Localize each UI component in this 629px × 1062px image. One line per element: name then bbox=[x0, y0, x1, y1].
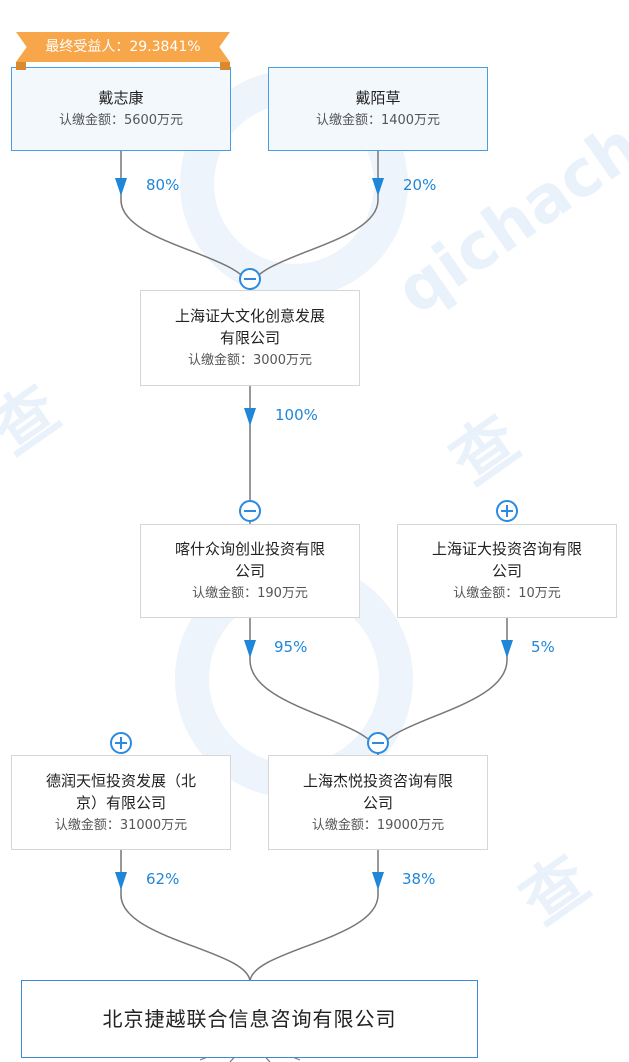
edge-label-38: 38% bbox=[402, 870, 436, 888]
edge-arrow bbox=[115, 178, 127, 196]
edge-label-20: 20% bbox=[403, 176, 437, 194]
node-amount: 认缴金额：10万元 bbox=[453, 586, 561, 601]
node-name: 上海证大文化创意发展 有限公司 bbox=[174, 307, 325, 347]
node-amount: 认缴金额：5600万元 bbox=[58, 113, 184, 128]
edge-label-5: 5% bbox=[531, 638, 555, 656]
node-zhengda-invest[interactable]: 上海证大投资咨询有限 公司 认缴金额：10万元 bbox=[397, 524, 617, 618]
node-name: 喀什众询创业投资有限 公司 bbox=[174, 540, 325, 580]
node-name: 上海证大投资咨询有限 公司 bbox=[431, 540, 582, 580]
node-kashi-zhongxun[interactable]: 喀什众询创业投资有限 公司 认缴金额：190万元 bbox=[140, 524, 360, 618]
badge-text: 最终受益人：29.3841% bbox=[45, 39, 201, 55]
edge-arrow bbox=[244, 640, 256, 658]
edge-kashi-to-jieyue bbox=[249, 618, 379, 756]
node-amount: 认缴金额：19000万元 bbox=[311, 817, 445, 833]
node-name: 戴陌草 bbox=[355, 89, 401, 107]
collapse-toggle-icon[interactable] bbox=[367, 732, 389, 754]
badge-fold bbox=[16, 62, 26, 70]
edge-label-100: 100% bbox=[275, 406, 318, 424]
node-amount: 认缴金额：3000万元 bbox=[187, 353, 313, 368]
collapse-toggle-icon[interactable] bbox=[239, 500, 261, 522]
ultimate-beneficiary-badge: 最终受益人：29.3841% bbox=[16, 32, 230, 62]
node-dai-mocao[interactable]: 戴陌草 认缴金额：1400万元 bbox=[268, 67, 488, 151]
edge-arrow bbox=[244, 408, 256, 426]
node-target-company[interactable]: 北京捷越联合信息咨询有限公司 bbox=[21, 980, 478, 1058]
node-dai-zhikang[interactable]: 戴志康 认缴金额：5600万元 bbox=[11, 67, 231, 151]
collapse-toggle-icon[interactable] bbox=[239, 268, 261, 290]
edge-label-80: 80% bbox=[146, 176, 180, 194]
node-zhengda-culture[interactable]: 上海证大文化创意发展 有限公司 认缴金额：3000万元 bbox=[140, 290, 360, 386]
edge-label-62: 62% bbox=[146, 870, 180, 888]
node-name: 上海杰悦投资咨询有限 公司 bbox=[302, 771, 453, 812]
edge-dai-mocao-to-zhengda-culture bbox=[249, 150, 379, 291]
expand-toggle-icon[interactable] bbox=[110, 732, 132, 754]
node-name: 戴志康 bbox=[98, 89, 144, 107]
node-amount: 认缴金额：1400万元 bbox=[315, 113, 441, 128]
edge-zhengda-invest-to-jieyue bbox=[377, 618, 508, 756]
node-amount: 认缴金额：190万元 bbox=[192, 586, 308, 601]
node-derun-tianheng[interactable]: 德润天恒投资发展（北 京）有限公司 认缴金额：31000万元 bbox=[11, 755, 231, 850]
edge-arrow bbox=[501, 640, 513, 658]
edge-derun-to-target bbox=[120, 850, 251, 983]
target-company-name: 北京捷越联合信息咨询有限公司 bbox=[102, 1007, 397, 1031]
node-name: 德润天恒投资发展（北 京）有限公司 bbox=[45, 771, 196, 812]
edge-arrow bbox=[115, 872, 127, 890]
edge-jieyue-to-target bbox=[249, 850, 379, 983]
node-amount: 认缴金额：31000万元 bbox=[54, 817, 188, 833]
edge-arrow bbox=[372, 178, 384, 196]
badge-fold bbox=[220, 62, 230, 70]
expand-toggle-icon[interactable] bbox=[496, 500, 518, 522]
edge-dai-zhikang-to-zhengda-culture bbox=[120, 150, 251, 291]
node-jieyue-consult[interactable]: 上海杰悦投资咨询有限 公司 认缴金额：19000万元 bbox=[268, 755, 488, 850]
edge-label-95: 95% bbox=[274, 638, 308, 656]
edge-arrow bbox=[372, 872, 384, 890]
